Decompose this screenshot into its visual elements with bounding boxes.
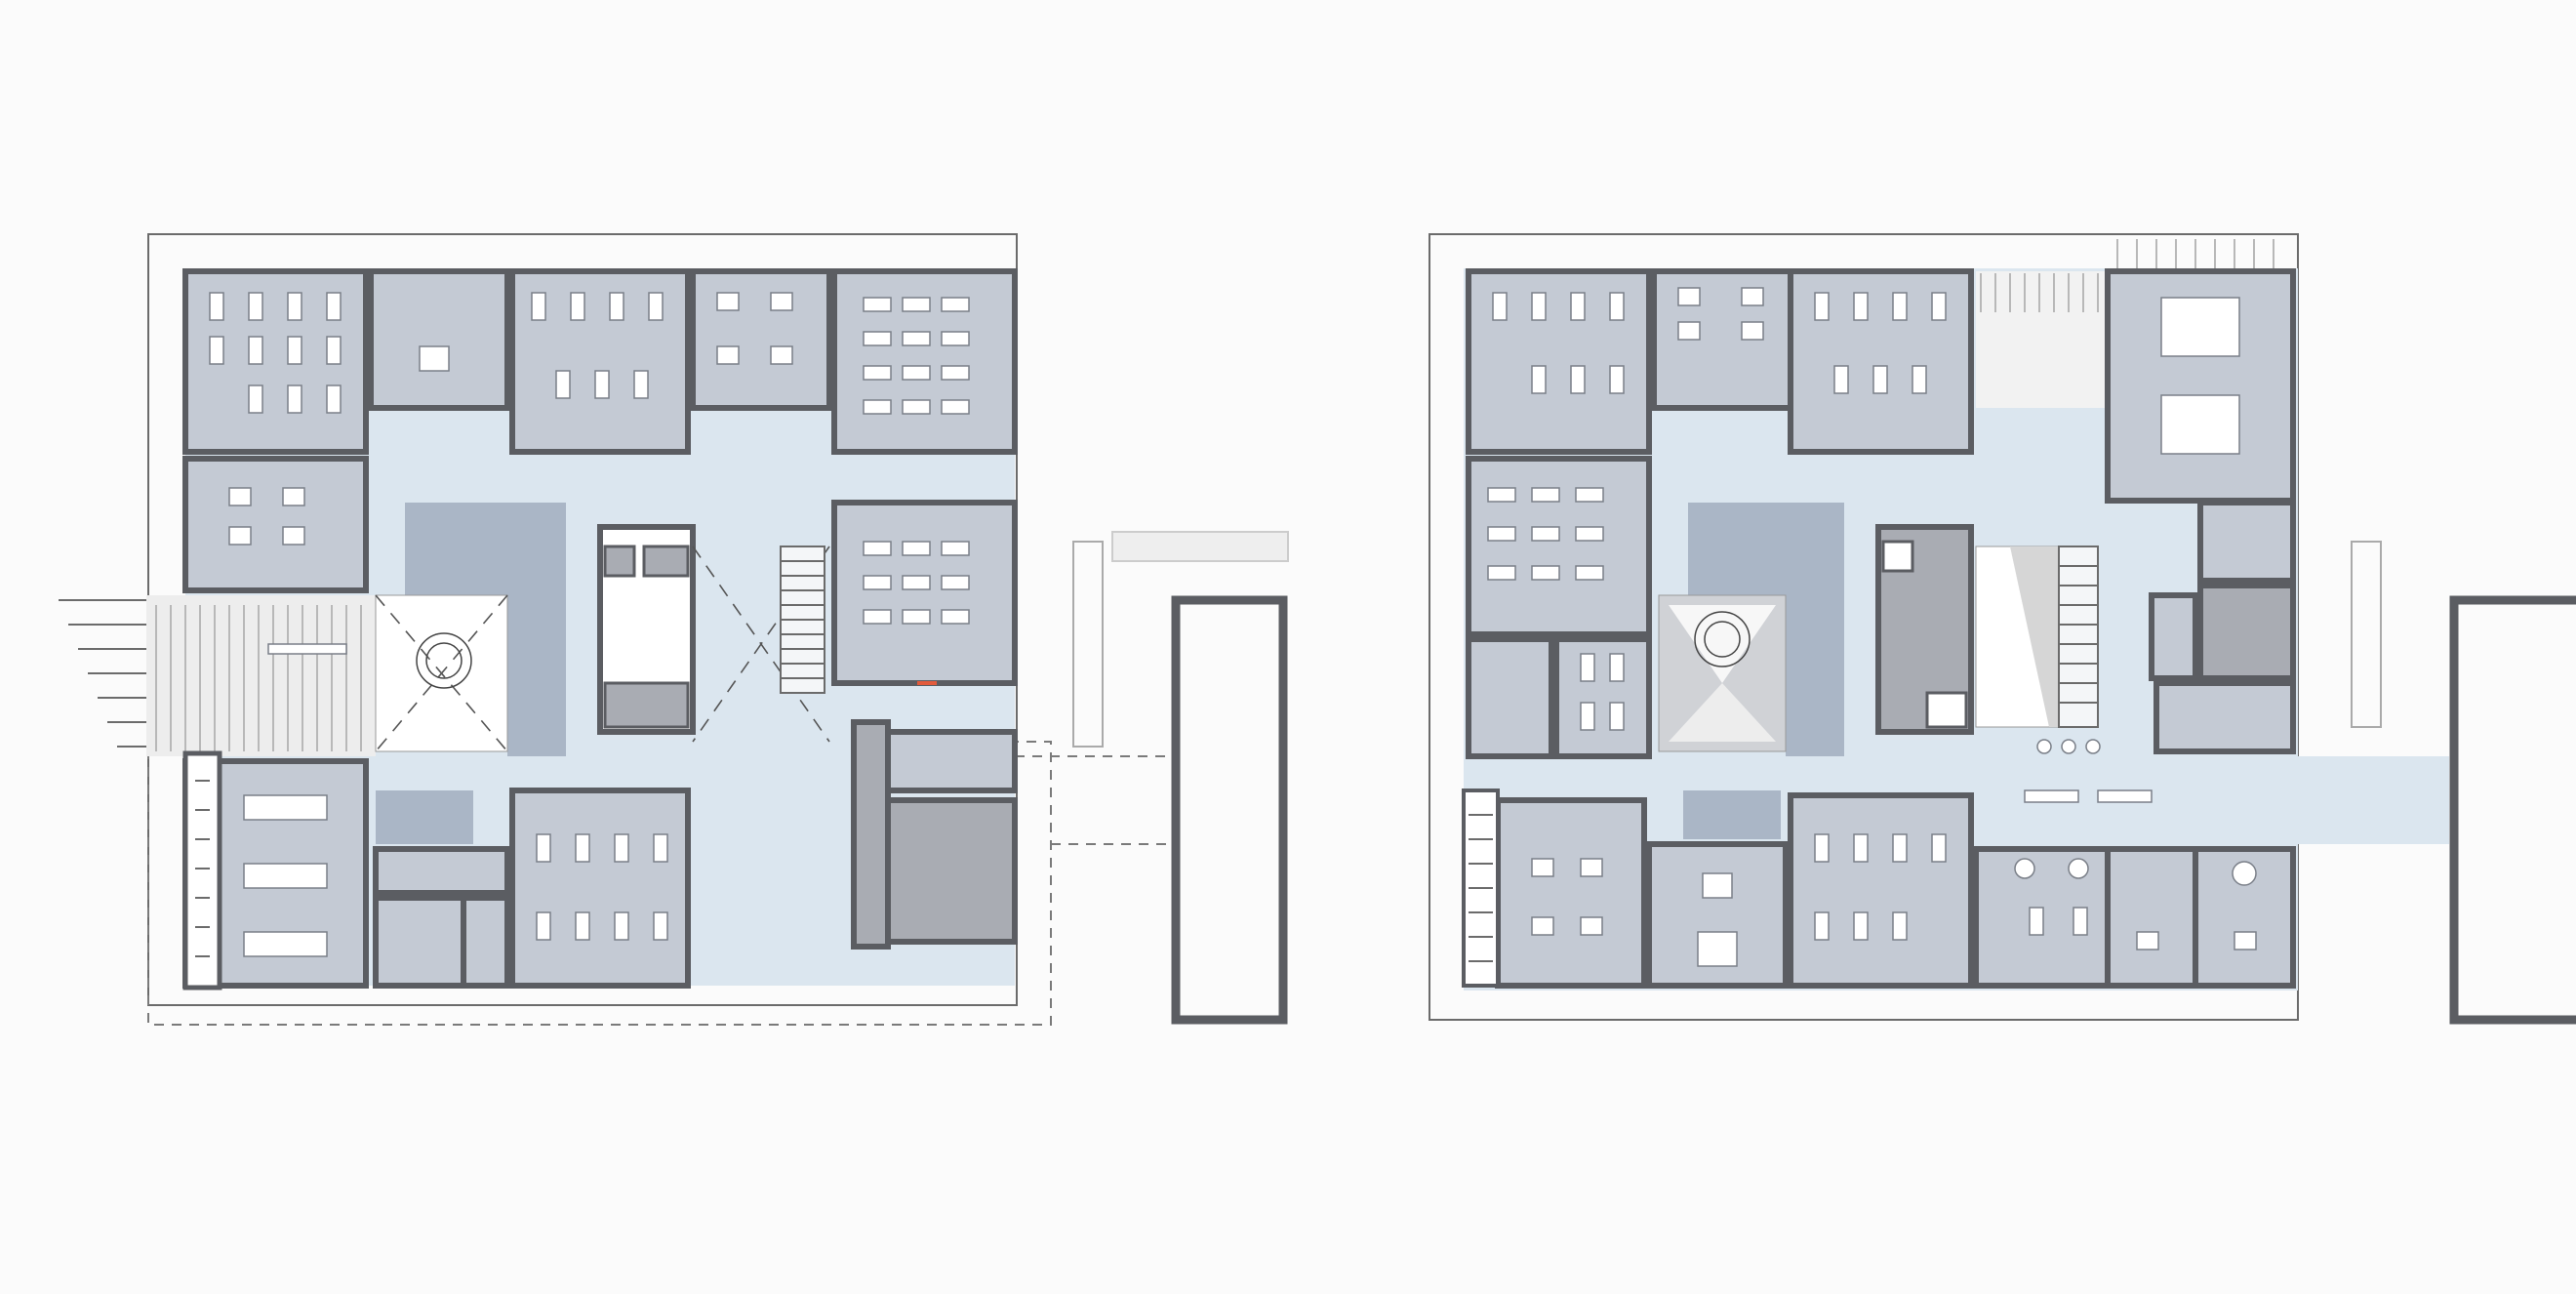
plan-left-terrace [146,595,376,756]
plan-right-room-study [1466,456,1652,637]
plan-left-adjacent-stair [1072,531,1289,748]
plan-left-steps [59,599,146,748]
plan-left-wc [603,681,690,729]
plan-left-room-group-1 [368,268,510,411]
plan-right-room-office-4 [2197,583,2296,681]
plan-left-room-small-1 [373,846,510,896]
plan-right-room-office-3 [2197,500,2296,584]
plan-left-room-service-3 [851,719,891,950]
plan-left-room-classroom-4 [831,500,1018,686]
plan-right-room-classroom-4 [1495,797,1647,989]
plan-right-court-2 [1786,595,1844,756]
plan-left-room-small-3 [461,895,510,989]
plan-left-court-2 [507,595,566,756]
plan-right-room-office-1 [1466,636,1554,759]
plan-right-room-office-5 [2153,680,2296,754]
plan-right-adjacent-stair [2351,541,2382,728]
plan-right-shaft [1925,691,1968,729]
plan-right-room-group-1 [1651,268,1793,411]
plan-right-roof-terrace [1976,271,2108,408]
plan-left [59,233,1289,1026]
plan-left-tree-icon [416,632,472,689]
plan-left-atrium-cross [375,594,508,752]
plan-left-room-group-2 [690,268,832,411]
plan-left-lift [603,545,636,578]
plan-right-room-classroom-5 [1788,792,1974,989]
plan-left-stair-2 [182,750,222,991]
plan-left-dashed-boundary [147,741,1052,1026]
plan-right-furniture [1487,287,2257,967]
plan-left-adjacent-building [1171,595,1288,1025]
plan-right-outside-stair [1462,789,1500,988]
plan-right-roof-terrace-hatch [1980,239,2274,312]
plan-right-court [1688,503,1844,595]
plan-left-terrace-hatch [155,605,362,751]
plan-left-room-small-court [376,790,473,844]
plan-left-furniture [209,292,970,957]
plan-right-bridge [2293,756,2449,844]
plan-right-room-small-court [1683,790,1781,839]
plan-left-room-small-2 [373,895,466,989]
plan-right-stair [2058,546,2099,728]
plan-left-room-classroom-5 [509,788,691,989]
plan-right-room-wc [2149,592,2198,681]
plan-left-shaft [642,545,690,578]
plan-right-lift [1881,540,1914,573]
plan-left-stair [780,546,825,694]
plan-right-atrium-light [1669,605,1776,683]
plan-right-atrium-light-2 [1669,683,1776,742]
plan-left-court [405,503,566,595]
plan-right-room-office-2 [1553,636,1652,759]
plan-right-room-small-3 [2193,846,2296,989]
plan-right-tree-icon [1694,611,1751,667]
plan-left-room-staff [182,456,369,593]
plan-left-void-cross [692,546,830,743]
plan-right-round-tables [2014,739,2257,886]
plan-right-room-small-2 [2105,846,2198,989]
plan-right-adjacent-building [2449,595,2576,1025]
plan-right [1429,233,2576,1025]
